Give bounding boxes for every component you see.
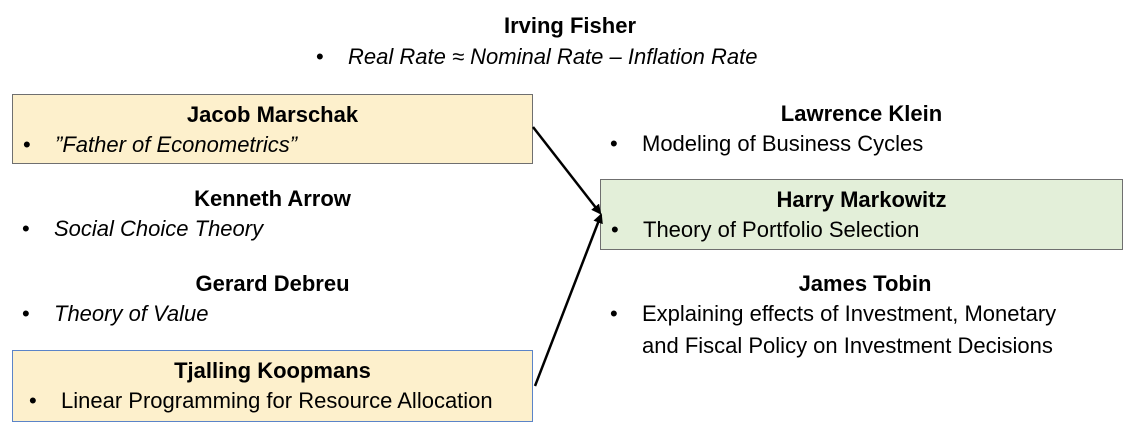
node-name: Gerard Debreu bbox=[195, 271, 350, 296]
node-kenneth-arrow: Kenneth Arrow • Social Choice Theory bbox=[12, 185, 533, 245]
node-bullet: • Explaining effects of Investment, Mone… bbox=[600, 298, 1130, 362]
node-gerard-debreu: Gerard Debreu • Theory of Value bbox=[12, 270, 533, 330]
bullet-icon: • bbox=[29, 388, 37, 413]
node-james-tobin: James Tobin • Explaining effects of Inve… bbox=[600, 270, 1130, 362]
node-name: Jacob Marschak bbox=[186, 102, 359, 127]
bullet-icon: • bbox=[23, 132, 31, 157]
node-name: James Tobin bbox=[798, 271, 932, 296]
node-bullet: • Linear Programming for Resource Alloca… bbox=[13, 385, 532, 417]
node-name: Lawrence Klein bbox=[780, 101, 943, 126]
bullet-text: Social Choice Theory bbox=[54, 216, 264, 241]
bullet-text: Linear Programming for Resource Allocati… bbox=[61, 388, 493, 413]
bullet-text-line-1: Explaining effects of Investment, Moneta… bbox=[642, 301, 1057, 326]
arrow-marschak-to-markowitz bbox=[532, 126, 602, 215]
bullet-text: Theory of Portfolio Selection bbox=[643, 217, 920, 242]
arrow-koopmans-to-markowitz bbox=[533, 213, 603, 387]
node-bullet: • Real Rate ≈ Nominal Rate – Inflation R… bbox=[300, 41, 840, 73]
node-harry-markowitz: Harry Markowitz • Theory of Portfolio Se… bbox=[600, 179, 1123, 250]
node-jacob-marschak: Jacob Marschak • ”Father of Econometrics… bbox=[12, 94, 533, 164]
node-name: Harry Markowitz bbox=[776, 187, 947, 212]
bullet-text: ”Father of Econometrics” bbox=[55, 132, 298, 157]
bullet-icon: • bbox=[611, 217, 619, 242]
node-name: Irving Fisher bbox=[503, 13, 637, 38]
bullet-icon: • bbox=[610, 131, 618, 156]
node-bullet: • Social Choice Theory bbox=[12, 213, 533, 245]
bullet-text: Modeling of Business Cycles bbox=[642, 131, 924, 156]
bullet-icon: • bbox=[610, 301, 618, 326]
bullet-icon: • bbox=[22, 216, 30, 241]
node-bullet: • ”Father of Econometrics” bbox=[13, 129, 532, 161]
node-bullet: • Theory of Portfolio Selection bbox=[601, 214, 1122, 246]
node-lawrence-klein: Lawrence Klein • Modeling of Business Cy… bbox=[600, 100, 1123, 160]
bullet-text: Real Rate ≈ Nominal Rate – Inflation Rat… bbox=[348, 44, 758, 69]
node-tjalling-koopmans: Tjalling Koopmans • Linear Programming f… bbox=[12, 350, 533, 422]
bullet-text-line-2: and Fiscal Policy on Investment Decision… bbox=[642, 333, 1053, 358]
node-name: Kenneth Arrow bbox=[194, 186, 351, 211]
bullet-icon: • bbox=[22, 301, 30, 326]
bullet-text: Theory of Value bbox=[54, 301, 209, 326]
node-bullet: • Modeling of Business Cycles bbox=[600, 128, 1123, 160]
bullet-icon: • bbox=[316, 44, 324, 69]
node-irving-fisher: Irving Fisher • Real Rate ≈ Nominal Rate… bbox=[300, 12, 840, 73]
node-bullet: • Theory of Value bbox=[12, 298, 533, 330]
node-name: Tjalling Koopmans bbox=[174, 358, 371, 383]
